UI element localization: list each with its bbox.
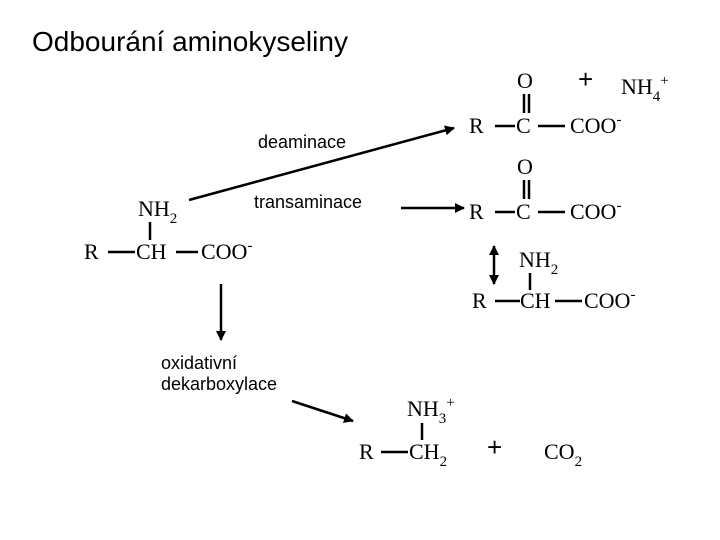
arrow-deamination — [188, 125, 455, 202]
label-deamination: deaminace — [258, 132, 347, 152]
deam-plus-sign: + — [578, 64, 594, 94]
trans-carboxylate: COO- — [570, 198, 622, 224]
ammonium-nh4: NH4+ — [621, 73, 669, 105]
label-decarboxylation-line2: dekarboxylace — [161, 374, 278, 394]
amine-ch2: CH2 — [409, 439, 448, 470]
deam-carboxylate: COO- — [570, 112, 622, 138]
new-amino-nh2: NH2 — [519, 247, 559, 278]
trans-carbonyl-c: C — [516, 199, 531, 224]
amino-group-nh2: NH2 — [138, 196, 178, 227]
label-decarboxylation-line1: oxidativní — [161, 353, 238, 373]
amine-side-chain-r: R — [359, 439, 374, 464]
trans-side-chain-r: R — [469, 199, 484, 224]
deam-side-chain-r: R — [469, 113, 484, 138]
page-title: Odbourání aminokyseliny — [32, 26, 348, 57]
amine-nh3: NH3+ — [407, 395, 455, 427]
label-transamination: transaminace — [254, 192, 363, 212]
arrow-decarboxylation-product — [291, 399, 354, 423]
trans-oxygen: O — [517, 154, 533, 179]
carboxylate-coo: COO- — [201, 238, 253, 264]
alpha-carbon-ch: CH — [136, 239, 167, 264]
decarb-plus-sign: + — [487, 432, 503, 462]
new-side-chain-r: R — [472, 288, 487, 313]
new-carboxylate: COO- — [584, 287, 636, 313]
side-chain-r: R — [84, 239, 99, 264]
deam-oxygen: O — [517, 68, 533, 93]
deam-carbonyl-c: C — [516, 113, 531, 138]
new-alpha-carbon-ch: CH — [520, 288, 551, 313]
carbon-dioxide: CO2 — [544, 439, 583, 470]
